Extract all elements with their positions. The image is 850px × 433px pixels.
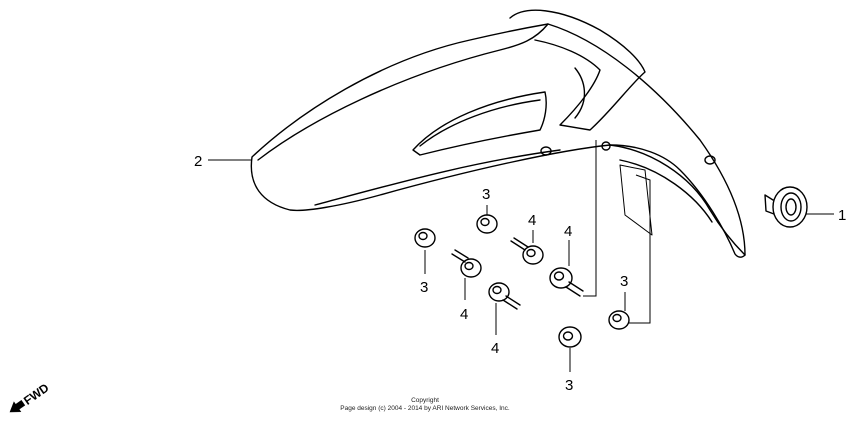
callout-4-a: 4 [460, 306, 468, 323]
nut-left[interactable] [414, 228, 436, 248]
bolt-d[interactable] [549, 267, 584, 297]
bolt-b[interactable] [510, 237, 544, 265]
callout-4-d: 4 [564, 223, 572, 240]
front-fender[interactable] [250, 9, 746, 258]
copyright-title: Copyright [411, 397, 439, 404]
callout-2: 2 [194, 153, 202, 170]
nut-bottom[interactable] [558, 326, 582, 348]
nut-upper[interactable] [476, 214, 498, 234]
grommet[interactable] [764, 186, 808, 228]
callout-3-right: 3 [620, 273, 628, 290]
callout-3-upper: 3 [482, 186, 490, 203]
callout-1: 1 [838, 207, 846, 224]
forward-arrow-icon [9, 400, 26, 413]
callout-4-c: 4 [491, 340, 499, 357]
callout-group: 2 1 3 3 4 4 4 4 3 3 [194, 153, 846, 394]
nut-right[interactable] [608, 310, 630, 330]
callout-3-bottom: 3 [565, 377, 573, 394]
leader-lines [208, 140, 834, 372]
bolt-a[interactable] [451, 249, 482, 278]
callout-4-b: 4 [528, 212, 536, 229]
bolt-c[interactable] [488, 282, 521, 310]
callout-3-left: 3 [420, 279, 428, 296]
copyright-line: Page design (c) 2004 - 2014 by ARI Netwo… [340, 405, 510, 412]
